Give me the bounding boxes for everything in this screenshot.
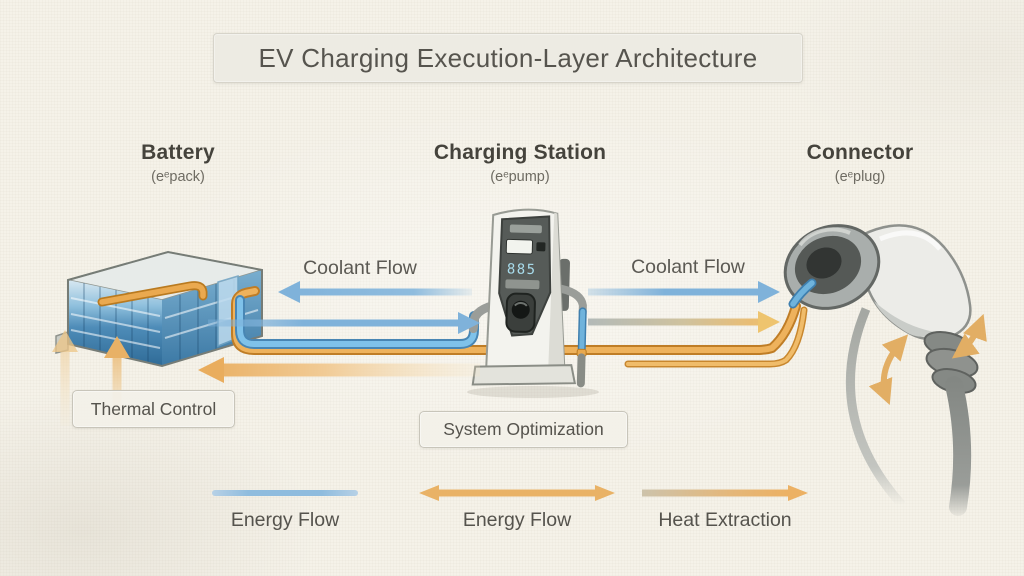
plug-head-socket [806,247,842,279]
thermal-control-text: Thermal Control [90,398,217,419]
system-optimization-callout: System Optimization [419,411,628,448]
battery-label-group: Battery (eᵉpack) [78,141,278,185]
coolant-arrow-to-battery [278,281,472,303]
thermal-up-arrow-faint [52,330,78,426]
station-right-hose-blue [579,308,586,352]
battery-tube [99,282,206,305]
thermal-control-callout: Thermal Control [72,390,235,428]
system-optimization-text: System Optimization [443,419,604,439]
coolant-flow-label-left: Coolant Flow [303,257,417,279]
connector-label: Connector [806,141,914,164]
battery-sublabel: (eᵉpack) [151,169,205,185]
energy-arrow-to-connector [588,311,780,333]
page-title: EV Charging Execution-Layer Architecture [258,42,758,73]
station-shadow [467,386,599,398]
coolant-flow-label-right: Coolant Flow [631,256,745,278]
thermal-up-arrow [104,336,130,423]
connector-sublabel: (eᵉplug) [834,169,886,185]
legend-label: Energy Flow [462,509,572,531]
battery-illustration [55,250,263,368]
connector-flex-arrow-left [868,334,909,406]
coolant-arrow-to-station [208,312,480,334]
plug-head-highlight [798,227,851,247]
station-screen [505,238,534,255]
station-label-group: Charging Station (eᵉpump) [395,141,645,185]
legend-label: Energy Flow [230,509,340,531]
connector-label-group: Connector (eᵉplug) [760,141,960,185]
station-sublabel: (eᵉpump) [490,169,550,185]
battery-label: Battery [141,141,215,164]
connector-cable [945,376,972,516]
station-base [471,364,577,386]
orange-pipe2 [626,308,806,366]
station-lower-slot [505,279,540,290]
plug-tip-blue [790,280,815,307]
blue-line-icon [210,484,360,502]
legend-item-heat-extraction: Heat Extraction [630,484,820,532]
charging-station-illustration: 885 [467,208,599,398]
heat-extraction-arrow [198,357,480,383]
connector-thin-cable [845,307,906,508]
connector-illustration [783,224,979,516]
station-vent-slot [509,224,542,234]
connector-body-highlight [879,230,942,251]
legend-item-energy-flow-blue: Energy Flow [195,484,375,532]
station-holster-highlight [514,302,528,307]
blue-pipe [237,297,477,347]
station-display-value: 885 [507,261,537,278]
title-box: EV Charging Execution-Layer Architecture [213,33,803,83]
station-label: Charging Station [433,141,607,164]
double-arrow-icon [417,484,617,502]
station-right-hose [557,284,587,318]
station-body-shade [548,212,565,371]
legend-item-energy-flow-orange: Energy Flow [412,484,622,532]
coolant-arrow-to-connector [588,281,780,303]
connector-flex-arrow-right [951,313,987,359]
station-button [536,242,546,252]
station-right-hose-gray [576,353,586,388]
legend-label: Heat Extraction [658,509,792,531]
right-arrow-icon [640,484,810,502]
